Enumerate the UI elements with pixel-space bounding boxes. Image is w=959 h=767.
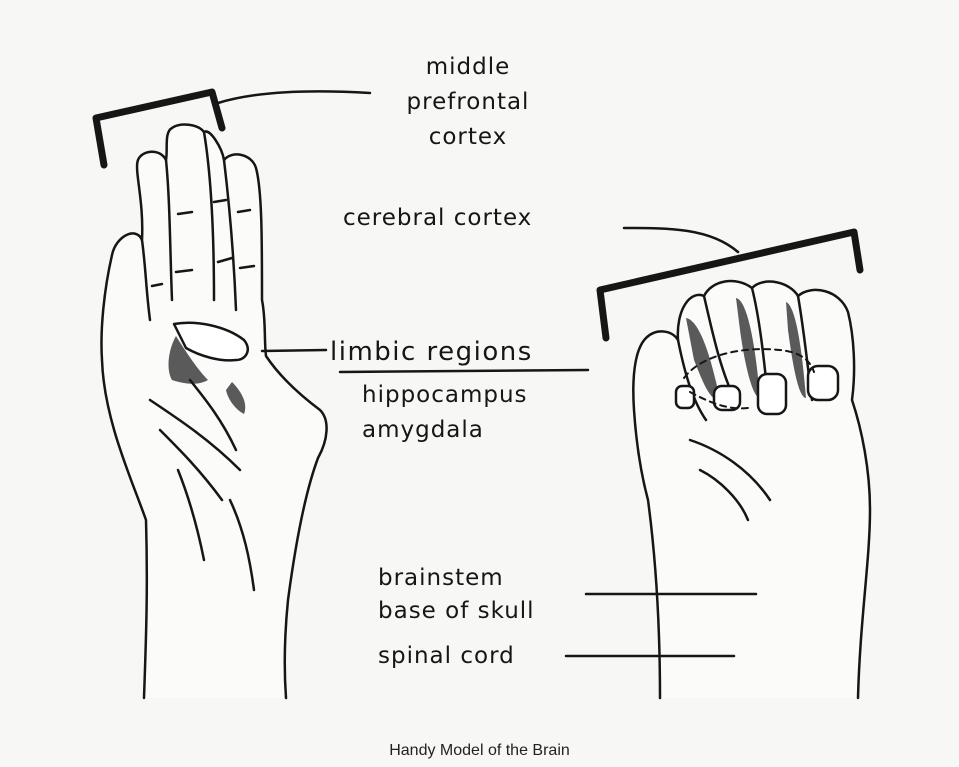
fist-hand — [633, 281, 870, 698]
cortex-leader — [624, 228, 738, 252]
figure-caption: Handy Model of the Brain — [0, 742, 959, 760]
fingernail — [758, 374, 786, 414]
prefrontal-leader — [218, 91, 370, 103]
hippocampus-label: hippocampus — [362, 378, 528, 413]
limbic-regions-label: limbic regions — [330, 337, 533, 367]
limbic-parts-label: hippocampus amygdala — [362, 378, 528, 448]
brainstem-label: brainstem base of skull — [378, 562, 535, 628]
middle-prefrontal-label: middle prefrontal cortex — [368, 50, 568, 155]
label-line: middle — [368, 50, 568, 85]
fingernail — [676, 386, 694, 408]
cerebral-cortex-label: cerebral cortex — [343, 205, 532, 231]
spinal-cord-label: spinal cord — [378, 643, 515, 669]
label-line: prefrontal — [368, 85, 568, 120]
label-line: brainstem — [378, 562, 535, 595]
label-line: base of skull — [378, 595, 535, 628]
label-line: cortex — [368, 120, 568, 155]
fingernail — [808, 366, 838, 400]
amygdala-label: amygdala — [362, 413, 528, 448]
open-hand — [101, 125, 326, 698]
